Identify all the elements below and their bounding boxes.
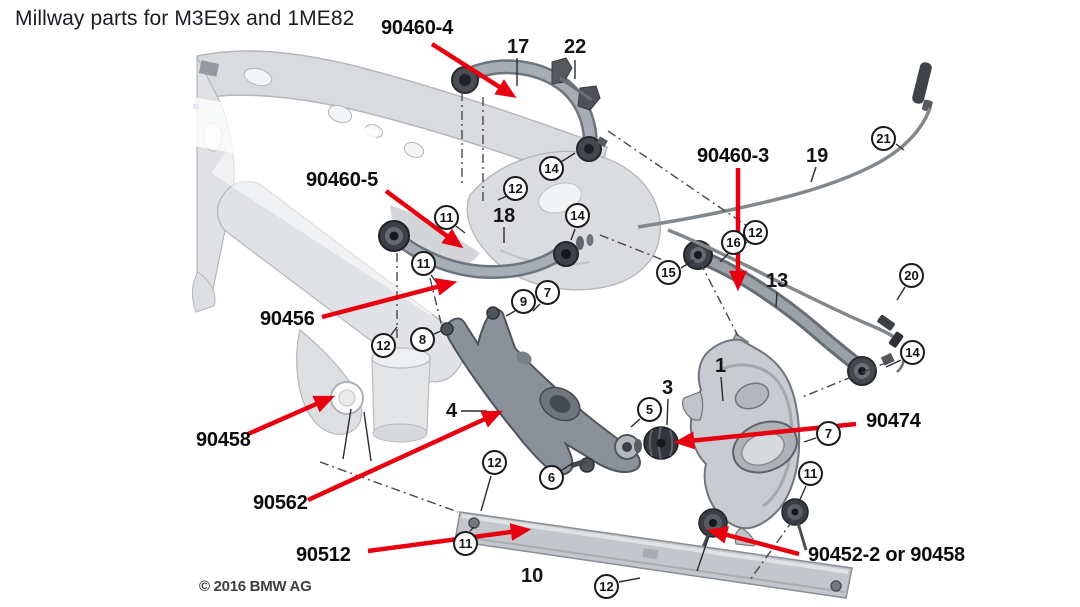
part-label-90460-5: 90460-5 xyxy=(306,169,378,191)
arrow-90460-5 xyxy=(384,189,464,249)
part-label-90512: 90512 xyxy=(296,544,351,566)
arrow-90460-4 xyxy=(430,42,517,98)
circled-callout-12: 12 xyxy=(743,220,768,245)
wheel-carrier-1 xyxy=(682,332,801,561)
callout-1: 1 xyxy=(715,355,727,377)
circled-callout-16: 16 xyxy=(721,230,746,255)
callout-17: 17 xyxy=(507,36,530,58)
callout-3: 3 xyxy=(662,377,674,399)
circled-callout-12: 12 xyxy=(482,450,507,475)
lower-control-arm-4 xyxy=(440,306,642,476)
part-label-90474: 90474 xyxy=(866,410,921,432)
circled-callout-8: 8 xyxy=(410,327,435,352)
circled-callout-5: 5 xyxy=(637,397,662,422)
part-label-90562: 90562 xyxy=(253,492,308,514)
circled-callout-7: 7 xyxy=(816,421,841,446)
traction-strut-13 xyxy=(683,240,895,386)
circled-callout-11: 11 xyxy=(798,461,823,486)
circled-callout-6: 6 xyxy=(539,465,564,490)
circled-callout-12: 12 xyxy=(503,176,528,201)
circled-callout-11: 11 xyxy=(411,251,436,276)
callout-19: 19 xyxy=(806,145,829,167)
circled-callout-14: 14 xyxy=(900,340,925,365)
circled-callout-7: 7 xyxy=(535,280,560,305)
upper-camber-arm-17 xyxy=(451,59,608,162)
page-title: Millway parts for M3E9x and 1ME82 xyxy=(15,7,355,30)
arrow-90456 xyxy=(321,278,458,320)
red-arrows xyxy=(247,42,857,557)
arrow-90452-2 xyxy=(706,526,800,557)
part-label-90460-4: 90460-4 xyxy=(381,17,453,39)
copyright-notice: © 2016 BMW AG xyxy=(199,578,312,595)
circled-callout-20: 20 xyxy=(899,263,924,288)
bushing-3 xyxy=(643,426,679,460)
trailing-bar-10 xyxy=(454,511,853,599)
circled-callout-21: 21 xyxy=(871,126,896,151)
arrow-90458 xyxy=(247,395,335,437)
bushing-11 xyxy=(781,498,809,551)
part-label-90452-2-or-90458: 90452-2 or 90458 xyxy=(808,544,965,566)
circled-callout-11: 11 xyxy=(434,205,459,230)
abs-sensor-cable xyxy=(637,62,933,373)
circled-callout-12: 12 xyxy=(371,333,396,358)
part-label-90458: 90458 xyxy=(196,429,251,451)
circled-callout-11: 11 xyxy=(453,531,478,556)
circled-callout-14: 14 xyxy=(539,156,564,181)
arrow-90512 xyxy=(367,523,532,554)
circled-callout-12: 12 xyxy=(594,574,619,599)
part-label-90456: 90456 xyxy=(260,308,315,330)
callout-22: 22 xyxy=(564,36,587,58)
callout-13: 13 xyxy=(766,270,789,292)
callout-4: 4 xyxy=(446,400,458,422)
callout-18: 18 xyxy=(493,205,516,227)
part-label-90460-3: 90460-3 xyxy=(697,145,769,167)
arrow-90562 xyxy=(307,410,503,503)
circled-callout-9: 9 xyxy=(511,289,536,314)
circled-callout-15: 15 xyxy=(656,260,681,285)
circled-callout-14: 14 xyxy=(565,203,590,228)
callout-10: 10 xyxy=(521,565,544,587)
bracket-22 xyxy=(551,57,601,111)
